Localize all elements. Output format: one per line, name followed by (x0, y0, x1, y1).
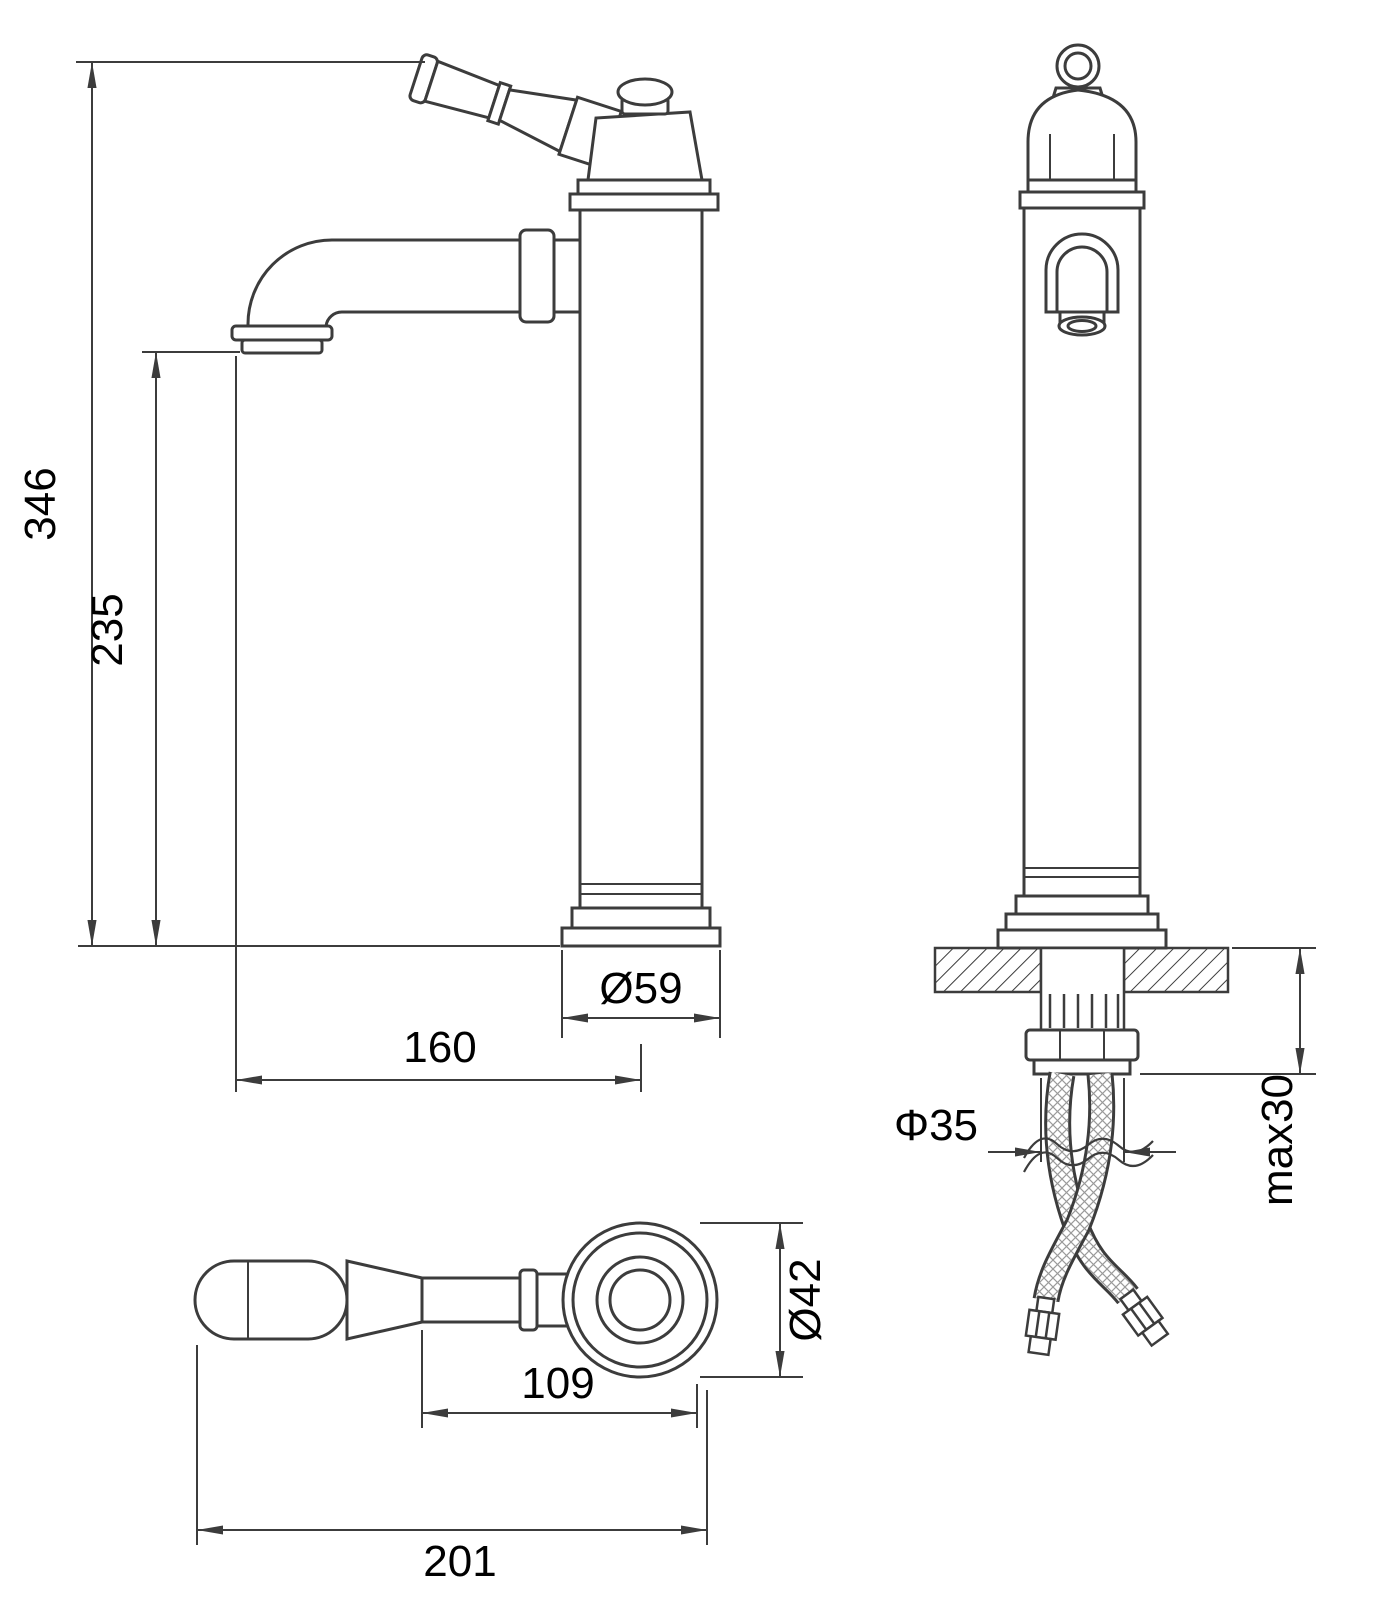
dim-label-base-diameter: Ø59 (599, 964, 682, 1013)
hose-fitting-left (1024, 1295, 1061, 1357)
side-spout (230, 228, 585, 355)
drawing-lines (76, 43, 1316, 1545)
side-view (230, 53, 722, 948)
dim-deck-thickness-max30 (1140, 947, 1316, 1075)
dim-label-spout-height: 235 (83, 593, 132, 666)
top-handle (193, 1259, 569, 1341)
hose-fitting-right (1118, 1287, 1170, 1348)
side-body (578, 208, 704, 910)
dim-label-handle-span: 109 (521, 1359, 594, 1408)
side-top-cap (568, 77, 720, 212)
dim-total-height-346 (76, 61, 560, 947)
top-body-circles (561, 1221, 719, 1379)
front-base (996, 894, 1168, 950)
dim-label-spout-reach: 160 (403, 1023, 476, 1072)
dim-overall-length-201 (196, 1345, 708, 1545)
mounting-deck (933, 946, 1230, 994)
locknut (1024, 1028, 1140, 1076)
dim-base-diameter-59 (561, 950, 721, 1038)
dimension-labels: 346 235 Ø59 160 max30 Φ35 Ø42 109 201 (16, 467, 1302, 1586)
side-handle-lever (408, 53, 624, 171)
front-view (933, 43, 1230, 1357)
dimension-lines (76, 61, 1316, 1545)
front-handle (1026, 43, 1138, 182)
supply-hoses (1023, 1071, 1154, 1305)
dim-spout-reach-160 (235, 356, 642, 1092)
dim-handle-span-109 (421, 1330, 698, 1428)
dim-label-hole-diameter: Φ35 (894, 1101, 978, 1150)
dim-label-body-diameter: Ø42 (781, 1258, 830, 1341)
dim-label-deck-thickness: max30 (1253, 1074, 1302, 1206)
dim-hole-diameter-35 (988, 1078, 1176, 1162)
threaded-shank (1039, 946, 1126, 1032)
top-view (193, 1221, 719, 1379)
front-spout-outlet (1044, 232, 1120, 337)
dim-label-total-height: 346 (16, 467, 65, 540)
dim-spout-height-235 (142, 351, 240, 946)
dim-body-diameter-42 (700, 1222, 803, 1378)
dim-label-overall-length: 201 (423, 1537, 496, 1586)
side-base (560, 906, 722, 948)
front-collar (1018, 178, 1146, 210)
